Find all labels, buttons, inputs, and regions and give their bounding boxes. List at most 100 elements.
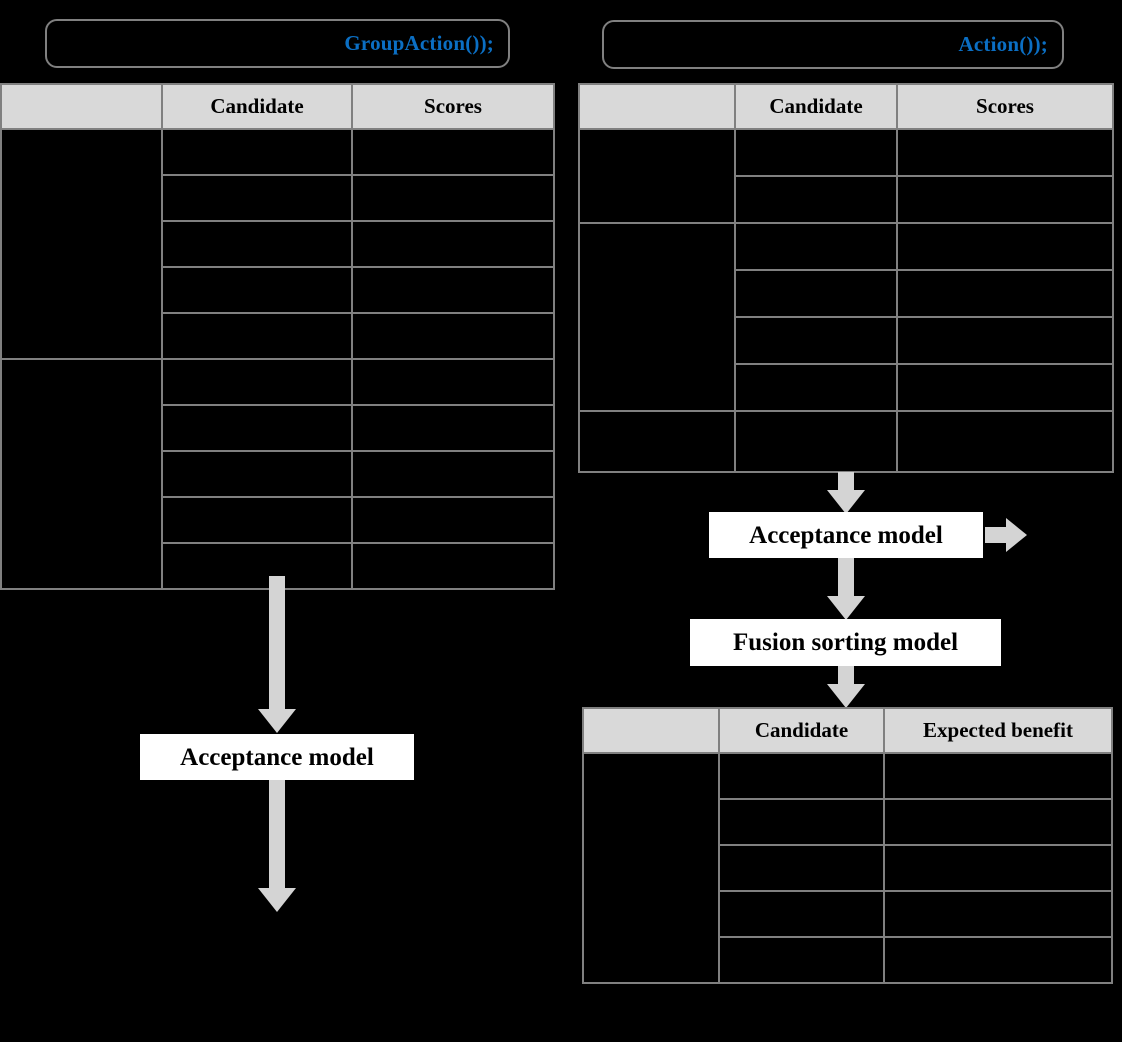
result-header-candidate: Candidate <box>718 707 885 754</box>
arrow-shaft <box>269 780 285 888</box>
arrow-shaft <box>838 558 854 596</box>
right-arrow-acceptance-to-fusion <box>826 558 866 620</box>
right-candidate-cell <box>734 316 898 365</box>
arrow-head <box>827 684 865 708</box>
result-benefit-cell <box>883 936 1113 984</box>
result-group-cell <box>582 752 720 984</box>
right-candidate-cell <box>734 175 898 224</box>
left-group-cell-1 <box>0 128 163 360</box>
table-row <box>1 266 555 314</box>
left-candidate-cell <box>161 404 353 452</box>
left-header-group <box>0 83 163 130</box>
result-candidate-cell <box>718 752 885 800</box>
right-candidate-cell <box>734 363 898 412</box>
right-scores-cell <box>896 410 1114 473</box>
table-row <box>1 220 555 268</box>
right-code-text: Action()); <box>958 32 1048 56</box>
left-header-scores: Scores <box>351 83 555 130</box>
table-row <box>579 175 1114 224</box>
expected-benefit-table: Candidate Expected benefit <box>582 707 1113 984</box>
arrow-head <box>827 596 865 620</box>
table-row <box>583 844 1113 892</box>
right-scores-cell <box>896 363 1114 412</box>
left-scores-cell <box>351 542 555 590</box>
result-header-expected-benefit: Expected benefit <box>883 707 1113 754</box>
left-arrow-acceptance-out <box>257 780 297 912</box>
table-row <box>579 316 1114 365</box>
left-group-cell-2 <box>0 358 163 590</box>
table-row <box>1 174 555 222</box>
right-scores-cell <box>896 222 1114 271</box>
table-row <box>578 410 1114 473</box>
arrow-shaft <box>838 472 854 490</box>
left-candidate-cell <box>161 174 353 222</box>
fusion-sorting-model-box: Fusion sorting model <box>690 619 1001 666</box>
left-candidate-cell <box>161 266 353 314</box>
table-row <box>583 798 1113 846</box>
table-row <box>0 358 555 590</box>
left-code-text: GroupAction()); <box>344 31 494 55</box>
table-row <box>579 269 1114 318</box>
table-row <box>1 542 555 590</box>
right-candidate-cell <box>734 269 898 318</box>
arrow-head <box>1006 518 1027 552</box>
table-row <box>1 496 555 544</box>
right-scores-cell <box>896 269 1114 318</box>
fusion-sorting-model-label: Fusion sorting model <box>732 629 959 656</box>
right-candidate-cell <box>734 128 898 177</box>
arrow-shaft <box>838 666 854 684</box>
table-header-row: Candidate Scores <box>578 83 1114 130</box>
table-row <box>578 222 1114 412</box>
right-candidate-cell <box>734 410 898 473</box>
left-candidate-cell <box>161 542 353 590</box>
right-header-scores: Scores <box>896 83 1114 130</box>
right-candidate-cell <box>734 222 898 271</box>
right-acceptance-model-box: Acceptance model <box>709 512 983 558</box>
left-candidate-cell <box>161 496 353 544</box>
table-row <box>579 363 1114 412</box>
arrow-head <box>258 888 296 912</box>
left-scores-cell <box>351 358 555 406</box>
right-scores-cell <box>896 175 1114 224</box>
right-acceptance-model-label: Acceptance model <box>749 521 943 549</box>
table-row <box>1 450 555 498</box>
result-candidate-cell <box>718 844 885 892</box>
result-candidate-cell <box>718 890 885 938</box>
arrow-shaft <box>985 527 1007 543</box>
result-candidate-cell <box>718 798 885 846</box>
right-arrow-fusion-to-result <box>826 666 866 708</box>
table-header-row: Candidate Expected benefit <box>582 707 1113 754</box>
left-acceptance-model-box: Acceptance model <box>140 734 414 780</box>
left-scores-cell <box>351 174 555 222</box>
result-header-group <box>582 707 720 754</box>
left-candidates-table: Candidate Scores <box>0 83 555 590</box>
table-row <box>583 890 1113 938</box>
table-row <box>582 752 1113 984</box>
table-row <box>0 128 555 360</box>
right-arrow-acceptance-side-output <box>985 517 1027 553</box>
left-scores-cell <box>351 266 555 314</box>
result-benefit-cell <box>883 844 1113 892</box>
left-candidate-cell <box>161 358 353 406</box>
arrow-head <box>827 490 865 514</box>
left-candidate-cell <box>161 220 353 268</box>
arrow-shaft <box>269 576 285 709</box>
right-action-banner: Action()); <box>602 20 1064 69</box>
right-header-candidate: Candidate <box>734 83 898 130</box>
left-candidate-cell <box>161 312 353 360</box>
result-benefit-cell <box>883 798 1113 846</box>
table-row <box>583 936 1113 984</box>
result-benefit-cell <box>883 890 1113 938</box>
left-scores-cell <box>351 404 555 452</box>
table-row <box>1 404 555 452</box>
left-arrow-table-to-acceptance <box>257 576 297 733</box>
left-scores-cell <box>351 496 555 544</box>
table-row <box>1 312 555 360</box>
left-candidate-cell <box>161 128 353 176</box>
left-group-action-banner: GroupAction()); <box>45 19 510 68</box>
right-candidates-table: Candidate Scores <box>578 83 1114 473</box>
result-benefit-cell <box>883 752 1113 800</box>
right-group-cell-2 <box>578 222 736 412</box>
right-group-cell-1 <box>578 128 736 224</box>
result-candidate-cell <box>718 936 885 984</box>
